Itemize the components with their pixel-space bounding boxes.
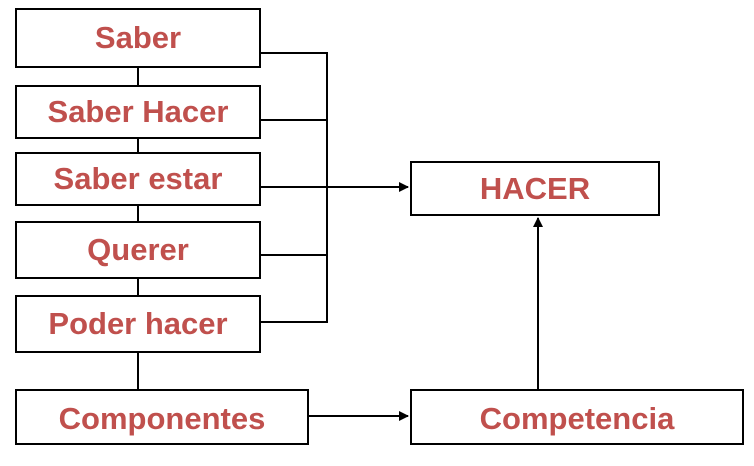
node-saber-label: Saber <box>94 20 182 55</box>
node-poder-hacer-label: Poder hacer <box>48 306 228 341</box>
node-saber-estar-label: Saber estar <box>53 161 223 196</box>
node-componentes-label: Componentes <box>58 401 266 436</box>
node-saber-hacer-label: Saber Hacer <box>47 94 229 129</box>
node-poder-hacer: Poder hacer <box>15 295 261 353</box>
node-hacer: HACER <box>410 161 660 216</box>
node-saber-estar: Saber estar <box>15 152 261 206</box>
node-hacer-label: HACER <box>479 170 591 206</box>
node-componentes: Componentes <box>15 389 309 445</box>
node-competencia-label: Competencia <box>479 401 675 436</box>
node-saber-hacer: Saber Hacer <box>15 85 261 139</box>
node-saber: Saber <box>15 8 261 68</box>
node-competencia: Competencia <box>410 389 744 445</box>
node-querer: Querer <box>15 221 261 279</box>
node-querer-label: Querer <box>87 232 189 267</box>
